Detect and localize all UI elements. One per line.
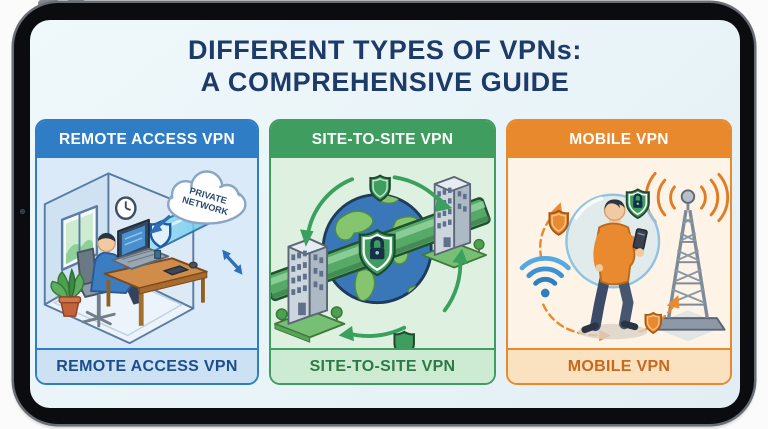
- front-camera-icon: [20, 209, 25, 214]
- page-title: DIFFERENT TYPES OF VPNs: A COMPREHENSIVE…: [30, 34, 740, 99]
- panel-footer: MOBILE VPN: [508, 348, 730, 383]
- tree-icon: [473, 238, 485, 252]
- mobile-user: [578, 199, 648, 340]
- lock-shield-icon: [358, 229, 396, 277]
- wifi-icon: [519, 256, 571, 298]
- mobile-vpn-illustration: [519, 171, 730, 342]
- page-title-line1: DIFFERENT TYPES OF VPNs:: [188, 35, 582, 65]
- panel-header: REMOTE ACCESS VPN: [37, 121, 257, 158]
- page-title-line2: A COMPREHENSIVE GUIDE: [200, 67, 570, 98]
- site-to-site-art: [271, 158, 494, 348]
- office-building-icon: [421, 176, 488, 269]
- lock-shield-icon: [625, 188, 650, 220]
- infographic-screen: DIFFERENT TYPES OF VPNs: A COMPREHENSIVE…: [30, 20, 740, 408]
- clock-icon: [114, 196, 137, 220]
- tree-icon: [275, 306, 343, 322]
- remote-access-art: PRIVATE NETWORK: [37, 158, 257, 348]
- panel-header: MOBILE VPN: [508, 121, 730, 158]
- circular-arrow-heads: [300, 194, 468, 342]
- panel-mobile-vpn: MOBILE VPN: [506, 119, 732, 385]
- shield-icon: [393, 330, 415, 348]
- plant-icon: [50, 267, 85, 317]
- office-building-icon: [273, 238, 346, 343]
- mobile-vpn-art: [508, 158, 730, 348]
- cloud-icon: PRIVATE NETWORK: [167, 170, 247, 225]
- site-to-site-illustration: [271, 174, 491, 348]
- desk-accessories: [154, 250, 198, 276]
- arrow-icon: [148, 214, 172, 235]
- panel-header: SITE-TO-SITE VPN: [271, 121, 494, 158]
- cell-tower-icon: [649, 189, 726, 342]
- panel-site-to-site-vpn: SITE-TO-SITE VPN: [269, 119, 496, 385]
- panel-footer: SITE-TO-SITE VPN: [271, 348, 494, 383]
- tablet-frame: DIFFERENT TYPES OF VPNs: A COMPREHENSIVE…: [14, 3, 754, 424]
- shield-icon: [369, 174, 391, 202]
- panel-footer: REMOTE ACCESS VPN: [37, 348, 257, 383]
- double-arrow-icon: [222, 249, 243, 275]
- desk: [103, 257, 208, 326]
- shield-icon: [644, 311, 662, 335]
- panel-remote-access-vpn: REMOTE ACCESS VPN: [35, 119, 259, 385]
- shield-icon: [548, 209, 569, 236]
- remote-access-illustration: PRIVATE NETWORK: [43, 170, 247, 345]
